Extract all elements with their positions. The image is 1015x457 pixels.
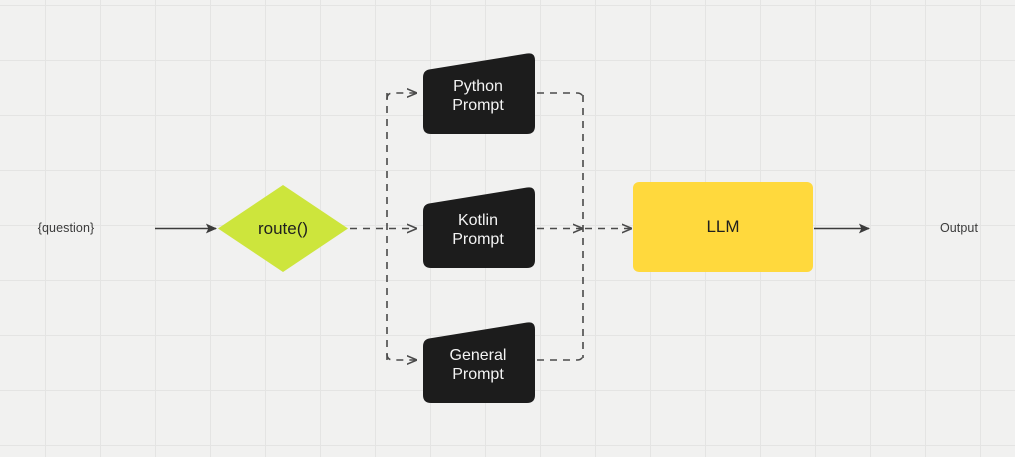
edge-bus-to-general — [386, 353, 416, 360]
input-question-label: {question} — [37, 221, 95, 235]
kotlin-prompt-shape[interactable] — [423, 187, 535, 268]
edge-python-to-merge — [537, 92, 584, 100]
llm-node[interactable] — [633, 182, 813, 272]
general-prompt-shape[interactable] — [423, 322, 535, 403]
edge-bus-to-python — [386, 93, 416, 100]
kotlin-prompt-node[interactable] — [423, 186, 535, 268]
python-prompt-shape[interactable] — [423, 53, 535, 134]
route-node[interactable] — [218, 185, 348, 273]
edge-general-to-merge — [537, 353, 584, 361]
llm-box-shape[interactable] — [633, 182, 813, 272]
python-prompt-node[interactable] — [423, 52, 535, 134]
route-diamond-shape[interactable] — [218, 185, 348, 272]
general-prompt-node[interactable] — [423, 321, 535, 403]
output-label: Output — [939, 221, 979, 235]
